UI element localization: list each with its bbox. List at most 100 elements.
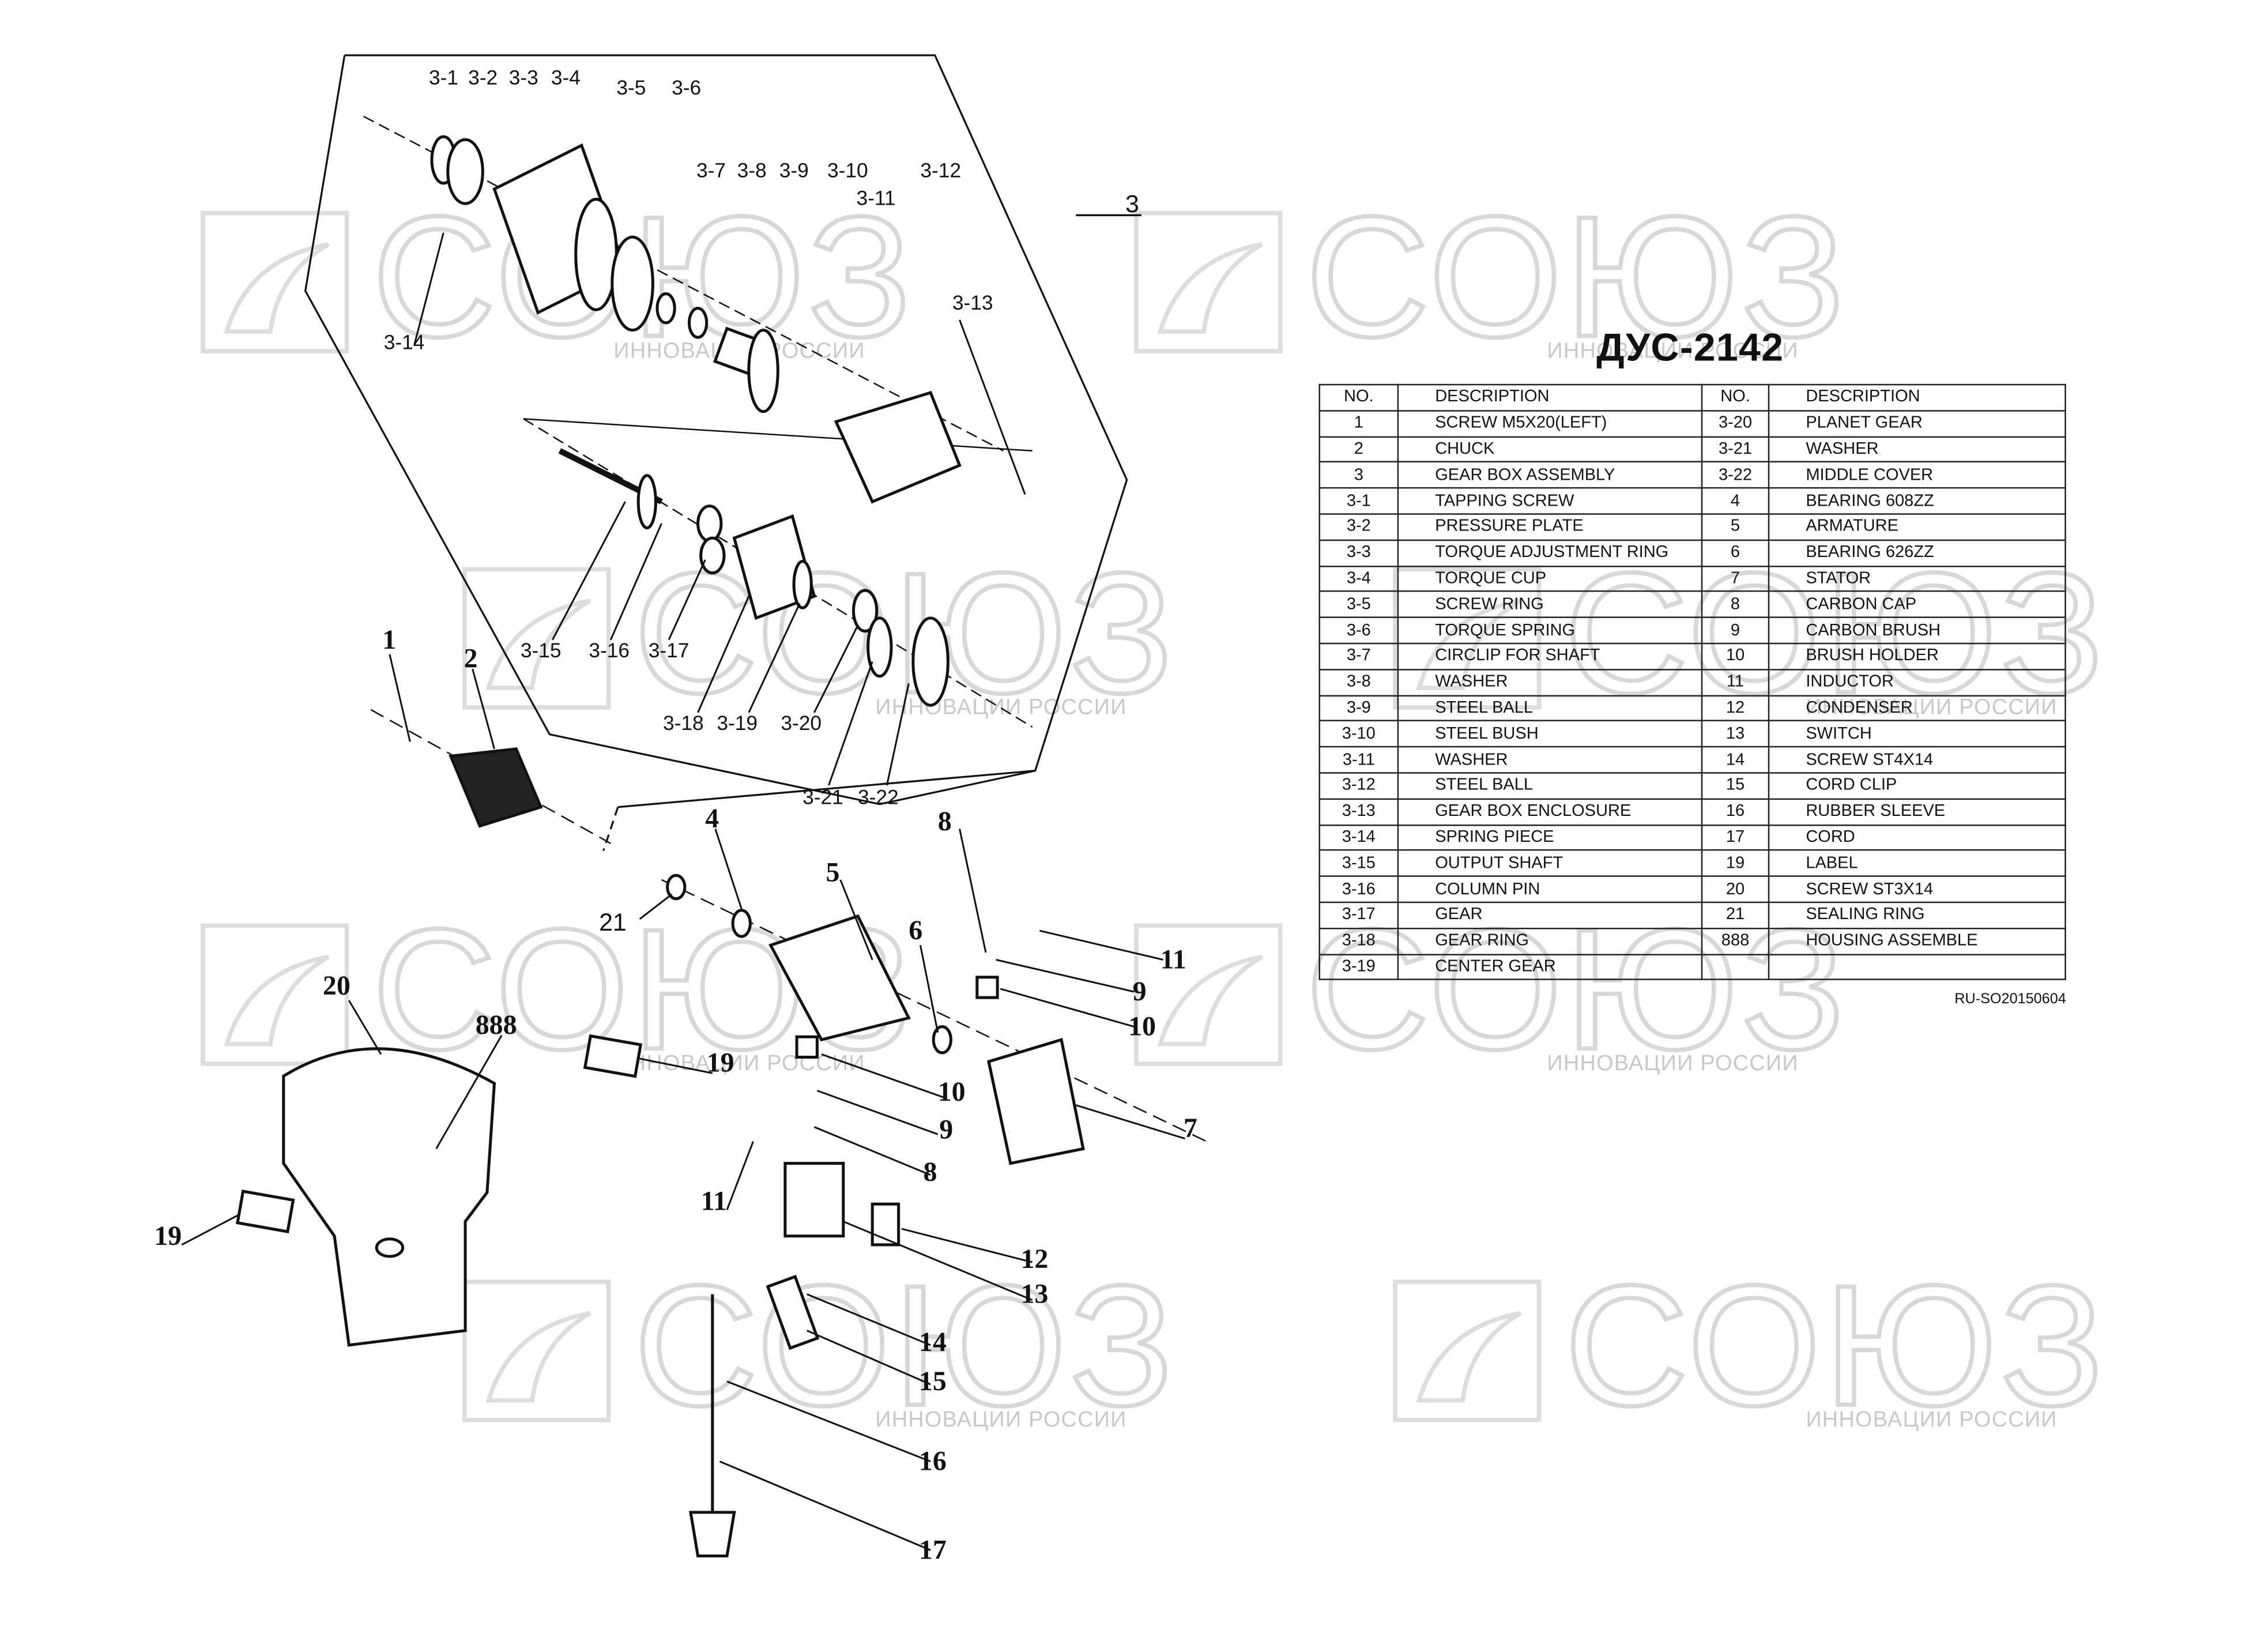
callout: 21 [599, 909, 627, 936]
callout: 2 [464, 643, 478, 674]
part-number-cell: 5 [1701, 513, 1770, 541]
soyuz-logo-icon [1393, 1279, 1542, 1422]
callout: 10 [938, 1077, 966, 1107]
part-number-cell: 3-16 [1318, 875, 1399, 903]
part-number-cell: 3-5 [1318, 590, 1399, 619]
callout: 20 [323, 970, 351, 1001]
watermark-word: СОЮЗ [632, 536, 1177, 732]
part-number-cell: 17 [1701, 823, 1770, 852]
callout: 19 [707, 1048, 734, 1078]
part-description-cell: CARBON BRUSH [1768, 616, 2066, 645]
part-description-cell: INDUCTOR [1768, 668, 2066, 696]
callout-labels: 3-1 3-2 3-3 3-4 3-5 3-6 3-7 3-8 3-9 3-10… [154, 66, 1197, 1565]
part-description-cell: CENTER GEAR [1397, 953, 1703, 981]
callout: 3-7 [696, 160, 726, 182]
part-description-cell: STATOR [1768, 565, 2066, 593]
callout: 3-16 [589, 639, 630, 662]
callout: 3-9 [779, 160, 809, 182]
callout: 14 [919, 1327, 947, 1357]
part-number-cell: 3-1 [1318, 487, 1399, 515]
part-description-cell: LABEL [1768, 849, 2066, 878]
part-description-cell: SWITCH [1768, 720, 2066, 748]
callout: 888 [476, 1010, 517, 1040]
callout: 17 [919, 1535, 947, 1565]
callout: 13 [1020, 1279, 1048, 1309]
part-number-cell: 3-4 [1318, 565, 1399, 593]
part-number-cell: 3-15 [1318, 849, 1399, 878]
part-description-cell: CORD CLIP [1768, 772, 2066, 800]
part-description-cell: TORQUE CUP [1397, 565, 1703, 593]
part-description-cell: SCREW ST3X14 [1768, 875, 2066, 903]
part-description-cell [1768, 953, 2066, 981]
part-description-cell: PRESSURE PLATE [1397, 513, 1703, 541]
callout: 3 [1125, 190, 1139, 218]
part-description-cell: TORQUE SPRING [1397, 616, 1703, 645]
part-description-cell: CORD [1768, 823, 2066, 852]
part-description-cell: GEAR BOX ASSEMBLY [1397, 461, 1703, 489]
watermark-subtitle: ИННОВАЦИИ РОССИИ [875, 1407, 1127, 1433]
part-description-cell: ARMATURE [1768, 513, 2066, 541]
part-number-cell: 21 [1701, 901, 1770, 929]
callout: 3-10 [827, 160, 868, 182]
part-number-cell: 19 [1701, 849, 1770, 878]
callout: 3-1 [429, 66, 458, 89]
callout: 3-11 [856, 187, 895, 210]
part-description-cell: MIDDLE COVER [1768, 461, 2066, 489]
callout: 3-20 [781, 712, 822, 735]
part-description-cell: SCREW ST4X14 [1768, 746, 2066, 774]
part-number-cell: 3-2 [1318, 513, 1399, 541]
model-title: ДУС-2142 [1596, 325, 1784, 370]
part-number-cell: 888 [1701, 927, 1770, 955]
part-description-cell: GEAR [1397, 901, 1703, 929]
part-description-cell: SEALING RING [1768, 901, 2066, 929]
part-description-cell: STEEL BALL [1397, 772, 1703, 800]
part-number-cell: 3-22 [1701, 461, 1770, 489]
callout: 8 [923, 1157, 937, 1187]
callout: 3-4 [551, 66, 581, 89]
part-number-cell: 12 [1701, 694, 1770, 722]
callout: 9 [1133, 976, 1147, 1007]
part-description-cell: SCREW RING [1397, 590, 1703, 619]
callout: 3-15 [521, 639, 562, 662]
part-description-cell: CHUCK [1397, 435, 1703, 463]
part-number-cell: 10 [1701, 642, 1770, 671]
watermark-word: СОЮЗ [1303, 179, 1848, 375]
callout: 19 [154, 1221, 182, 1251]
part-description-cell: WASHER [1768, 435, 2066, 463]
callout: 3-22 [858, 786, 899, 809]
part-description-cell: DESCRIPTION [1397, 383, 1703, 412]
watermark-subtitle: ИННОВАЦИИ РОССИИ [1806, 1407, 2058, 1433]
watermark-word: СОЮЗ [632, 1248, 1177, 1444]
part-number-cell: 3 [1318, 461, 1399, 489]
soyuz-logo-icon [201, 210, 349, 353]
part-description-cell: PLANET GEAR [1768, 409, 2066, 438]
part-number-cell: 14 [1701, 746, 1770, 774]
callout: 11 [701, 1185, 727, 1216]
callout: 3-18 [663, 712, 704, 735]
part-number-cell: 3-19 [1318, 953, 1399, 981]
part-number-cell: 3-17 [1318, 901, 1399, 929]
part-description-cell: BRUSH HOLDER [1768, 642, 2066, 671]
part-number-cell: 20 [1701, 875, 1770, 903]
part-number-cell: 11 [1701, 668, 1770, 696]
leader-lines [181, 214, 1185, 1551]
part-number-cell: 8 [1701, 590, 1770, 619]
callout: 16 [919, 1446, 947, 1477]
part-description-cell: CARBON CAP [1768, 590, 2066, 619]
